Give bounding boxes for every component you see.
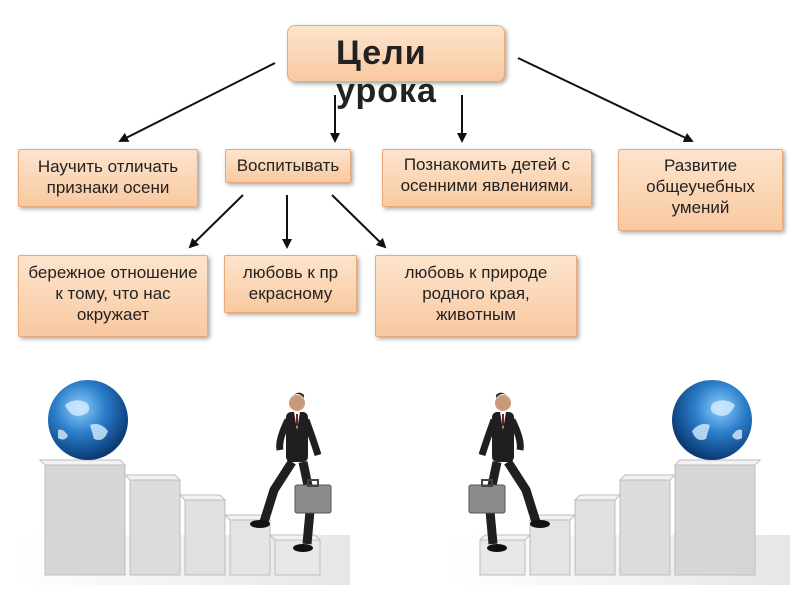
globe-icon [48, 380, 128, 460]
goal-box-general-skills: Развитие общеучебных умений [618, 149, 783, 231]
arrow-title-to-goal-4 [517, 57, 694, 143]
businessman-icon [250, 392, 332, 552]
goal-box-distinguish-autumn: Научить отличать признаки осени [18, 149, 198, 207]
subgoal-box-beauty: любовь к прекрасному [224, 255, 357, 313]
globe-icon [672, 380, 752, 460]
arrow-goal-2-to-sub-1 [188, 194, 244, 249]
goal-box-educate: Воспитывать [225, 149, 351, 183]
goal-box-autumn-phenomena: Познакомить детей с осенними явлениями. [382, 149, 592, 207]
subgoal-box-nature: любовь к природе родного края, животным [375, 255, 577, 337]
businessman-climbing-stairs-to-globe-left [10, 380, 350, 585]
title-text: Цели урока [336, 34, 437, 110]
subgoal-box-care: бережное отношение к тому, что нас окруж… [18, 255, 208, 337]
arrow-goal-2-to-sub-3 [331, 194, 387, 249]
businessman-climbing-stairs-to-globe-right [450, 380, 790, 585]
stairs [478, 459, 762, 576]
businessman-icon [468, 392, 550, 552]
arrow-title-to-goal-1 [118, 62, 276, 142]
title-box: Цели урока [287, 25, 505, 110]
